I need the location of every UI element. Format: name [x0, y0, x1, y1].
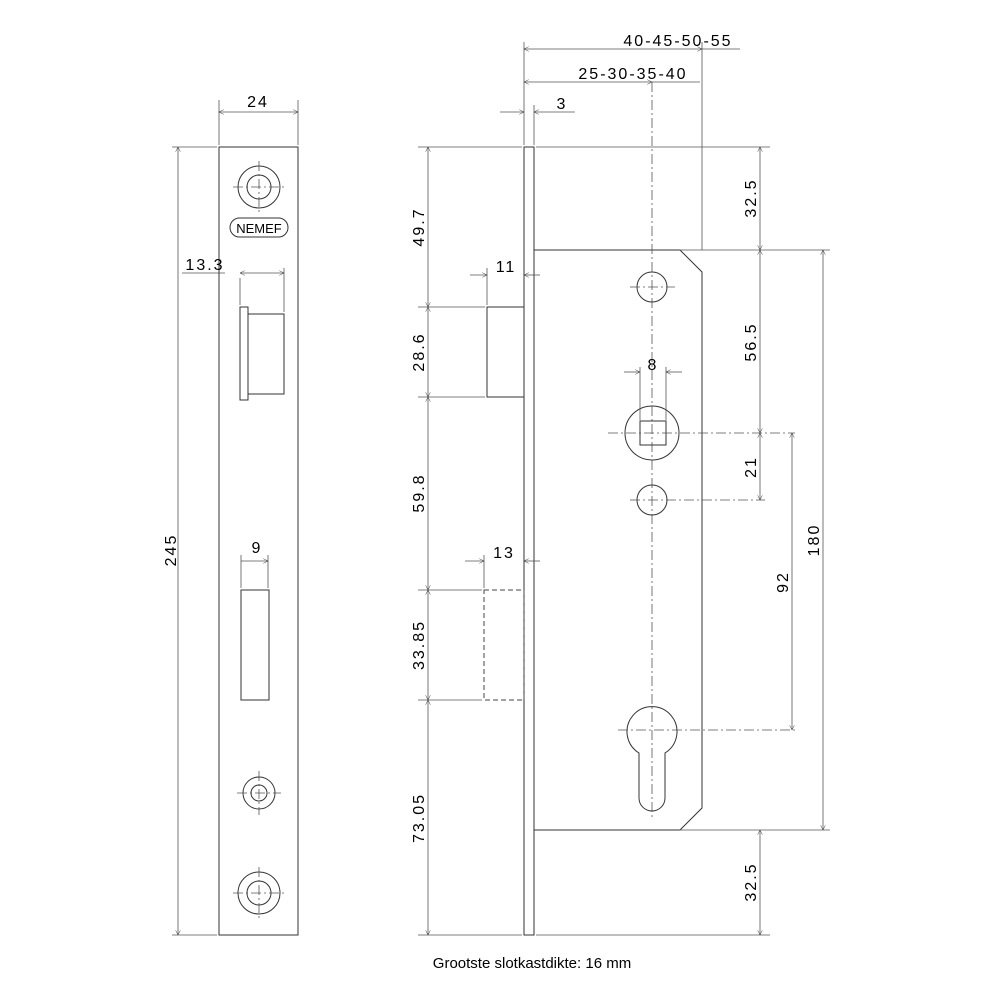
width-dim-label: 24: [247, 94, 269, 111]
latch-offset-dim-label: 13.3: [185, 257, 224, 274]
cylinder-cutout: [618, 706, 795, 812]
deadbolt-hidden: [483, 589, 525, 701]
latch-bolt: [486, 306, 525, 398]
dim-bottom-margin: 32.5: [743, 862, 760, 901]
screw-hole-upper: [630, 271, 675, 303]
bolt-slot: [240, 589, 270, 701]
screw-hole-top: [233, 161, 285, 213]
dim-screw-to-spindle: 56.5: [743, 322, 760, 361]
dim-top-margin: 32.5: [743, 178, 760, 217]
latch-front: [239, 306, 285, 401]
nemef-logo: NEMEF: [229, 217, 289, 238]
screw-hole-bottom: [233, 867, 285, 919]
dim-49-7: 49.7: [411, 207, 428, 246]
backset-second-label: 25-30-35-40: [578, 66, 687, 83]
screw-hole-middle: [237, 771, 281, 815]
bolt-width-dim-label: 9: [252, 540, 263, 557]
dim-33-85: 33.85: [411, 620, 428, 670]
height-dim-label: 245: [163, 534, 180, 567]
faceplate-thickness-label: 3: [557, 96, 568, 113]
dim-case-height: 180: [806, 524, 823, 557]
dim-28-6: 28.6: [411, 332, 428, 371]
caption: Grootste slotkastdikte: 16 mm: [433, 955, 631, 972]
brand-label: NEMEF: [236, 221, 282, 236]
dim-spindle-to-screw: 21: [743, 456, 760, 478]
screw-hole-lower: [630, 484, 765, 516]
spindle-hole: [608, 405, 795, 461]
front-view: 24 245 NEMEF 13.3 9: [163, 94, 298, 935]
dim-spindle-to-cylinder: 92: [775, 571, 792, 593]
faceplate-outline: [218, 146, 299, 936]
dim-59-8: 59.8: [411, 473, 428, 512]
spindle-square-label: 8: [648, 357, 659, 374]
lock-case: [534, 249, 703, 831]
bolt-projection-label: 13: [493, 545, 515, 562]
latch-projection-label: 11: [496, 259, 517, 276]
faceplate-side: [523, 146, 535, 936]
dim-73-05: 73.05: [411, 793, 428, 843]
backset-top-label: 40-45-50-55: [623, 33, 732, 50]
side-view: 40-45-50-55 25-30-35-40 3 11 13: [411, 33, 830, 935]
